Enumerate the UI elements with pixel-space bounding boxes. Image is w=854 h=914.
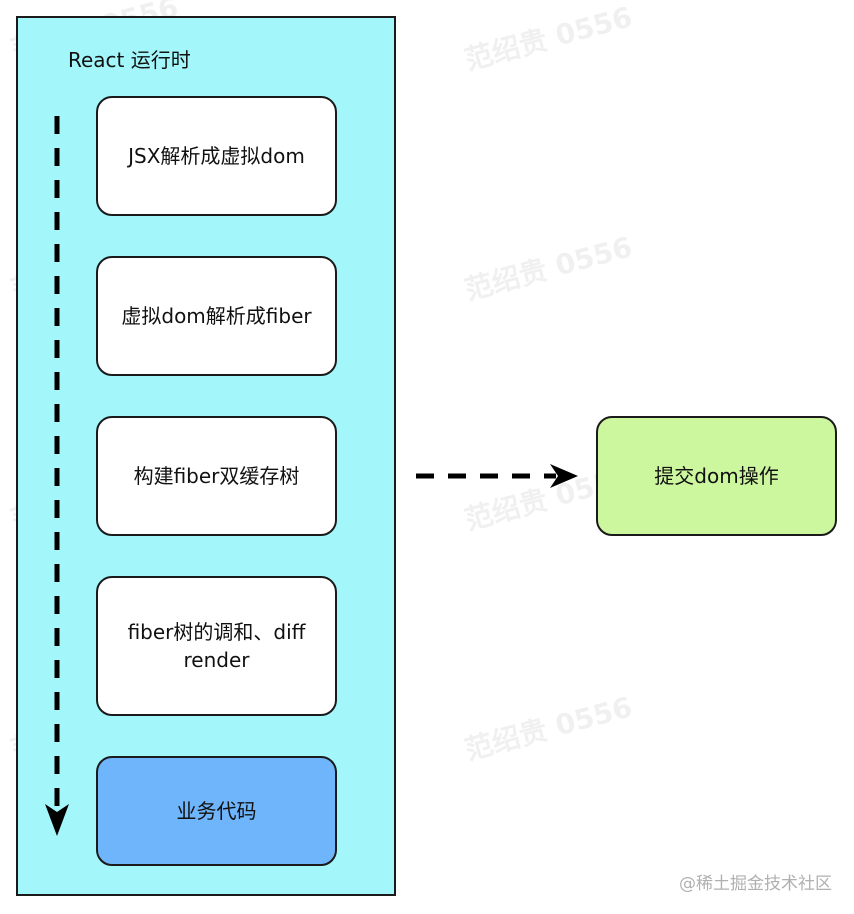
commit-label: 提交dom操作 xyxy=(654,464,779,488)
commit-arrow-head xyxy=(550,464,578,488)
step-label: 构建fiber双缓存树 xyxy=(133,464,300,488)
step-label: render xyxy=(183,648,250,672)
step-vdom-to-fiber: 虚拟dom解析成fiber xyxy=(96,256,337,376)
step-jsx-to-vdom: JSX解析成虚拟dom xyxy=(96,96,337,216)
step-label: JSX解析成虚拟dom xyxy=(128,144,305,168)
vertical-arrow-head xyxy=(45,804,69,836)
step-label: 业务代码 xyxy=(176,799,257,823)
commit-dom-node: 提交dom操作 xyxy=(596,416,837,536)
step-business-code: 业务代码 xyxy=(96,756,337,866)
step-label: 虚拟dom解析成fiber xyxy=(121,304,312,328)
step-label: fiber树的调和、diff xyxy=(127,620,306,644)
site-credit: @稀土掘金技术社区 xyxy=(679,874,832,894)
step-build-fiber-tree: 构建fiber双缓存树 xyxy=(96,416,337,536)
container-title: React 运行时 xyxy=(68,48,191,72)
step-reconcile-diff-render: fiber树的调和、diff render xyxy=(96,576,337,716)
